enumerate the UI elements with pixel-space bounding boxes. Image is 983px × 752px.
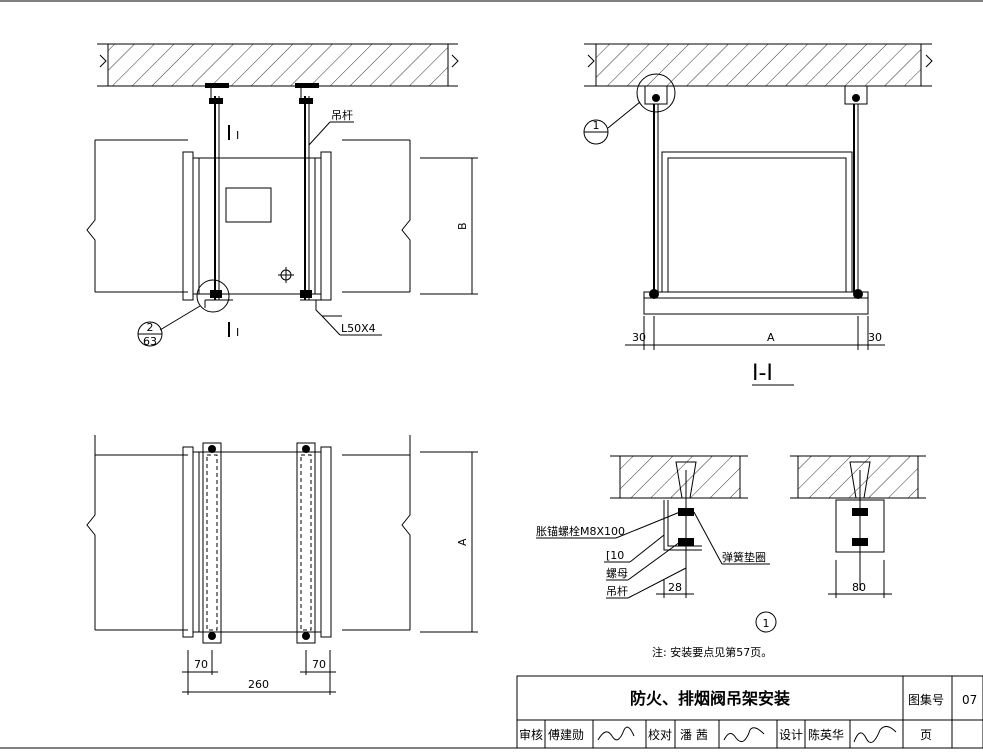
section-mark-top: I [236,129,239,142]
dim-30-left: 30 [632,331,646,344]
detail-slab-b [797,455,919,499]
detail-ref-bottom: 63 [143,335,157,348]
atlas-no-value: 07 [962,693,977,707]
dim-B-label: B [456,222,469,230]
hanger-rod-label: 吊杆 [331,108,353,122]
section-ceiling-slab [595,43,922,87]
sheet-title: 防火、排烟阀吊架安装 [630,689,790,708]
page-label: 页 [920,728,932,742]
dim-70-left: 70 [194,658,208,671]
plan-view: A 70 70 260 [86,435,478,695]
access-panel [225,187,272,223]
anchor-plate [295,83,319,88]
plan-dim-A-label: A [456,538,469,546]
section-detail-circle [636,73,676,113]
atlas-no-label: 图集号 [908,692,944,707]
dim-70-right: 70 [312,658,326,671]
section-view: 1 30 A 30 I-I [583,43,933,386]
spring-washer-label: 弹簧垫圈 [722,550,766,564]
review-label: 审核 [519,727,543,742]
detail-number-circle [755,611,777,633]
detail-number: 1 [763,617,770,630]
detail-1: 胀锚螺栓M8X100 [10 螺母 吊杆 弹簧垫圈 28 80 1 注: 安装要… [536,455,926,659]
detail-slab-a [619,455,741,499]
check-name: 潘 茜 [680,728,708,742]
dim-260: 260 [248,678,269,691]
section-mark-bottom: I [236,326,239,339]
detail-callout-circle [196,279,230,313]
review-name: 傅建勋 [548,728,584,742]
dim-30-right: 30 [868,331,882,344]
design-signature [853,726,897,743]
ceiling-slab [107,43,449,87]
anchor-plate [205,83,229,88]
section-dim-A: A [767,331,775,344]
angle-steel-label: L50X4 [341,322,376,335]
duct-section [661,151,853,293]
elevation-view: 2 63 I I 吊杆 L50X4 B [86,43,478,348]
section-title: I-I [752,361,773,386]
support-beam [643,291,869,315]
detail-ref-top: 2 [147,321,154,334]
design-name: 陈英华 [808,727,844,742]
detail-1-top: 1 [593,119,600,132]
channel-label: [10 [606,549,624,562]
review-signature [597,726,635,741]
design-label: 设计 [779,728,803,742]
rod-label: 吊杆 [606,584,628,598]
nut-label: 螺母 [606,567,628,580]
check-label: 校对 [648,727,672,742]
dim-80: 80 [852,581,866,594]
check-signature [723,727,765,743]
dim-28: 28 [668,581,682,594]
flange-right [320,151,332,301]
note-text: 注: 安装要点见第57页。 [652,645,772,659]
anchor-bolt-label: 胀锚螺栓M8X100 [536,524,625,538]
flange-left [182,151,194,301]
